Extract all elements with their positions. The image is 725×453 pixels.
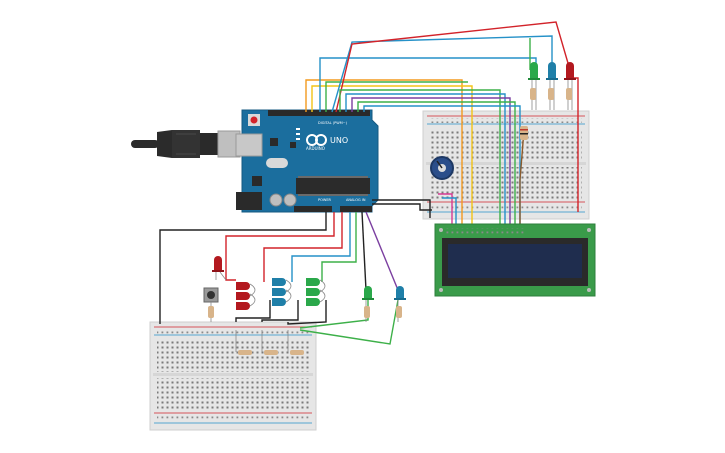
- brand-text: ARDUINO: [306, 146, 325, 151]
- wire-blue-bottom: [291, 212, 351, 282]
- leds-cluster-blue: [272, 278, 292, 306]
- led-blue-top: [546, 62, 558, 110]
- wire-black-leds-3: [287, 300, 327, 325]
- wire-orange-d1: [305, 79, 463, 228]
- power-header-label: POWER: [318, 198, 332, 202]
- wire-purple-1: [351, 97, 511, 228]
- wire-red-2: [263, 212, 343, 282]
- analog-header-label: ANALOG IN: [346, 198, 366, 202]
- breadboard-top-right: [422, 110, 590, 220]
- leds-cluster-green: [306, 278, 326, 306]
- wire-black-leds-2: [261, 300, 299, 322]
- wire-black-leds-1: [235, 300, 271, 322]
- wire-black-gnd-2: [372, 203, 432, 211]
- wire-blue-4: [363, 105, 521, 228]
- resistors-bottom: [235, 330, 304, 355]
- wire-black-2: [361, 211, 367, 291]
- digital-header: [268, 110, 370, 116]
- usb-jack: [235, 133, 263, 157]
- wire-green-3: [357, 101, 516, 228]
- lcd-16x2: [434, 223, 596, 297]
- wire-yellow-d1: [311, 85, 473, 228]
- breadboard-bottom-left: [149, 321, 317, 431]
- wire-green-loop: [299, 299, 399, 345]
- wire-green-2: [339, 89, 501, 228]
- analog-header: [340, 206, 372, 212]
- atmega-chip: [296, 178, 370, 194]
- resistor-top: [520, 126, 528, 140]
- wire-pink: [438, 193, 453, 228]
- potentiometer[interactable]: [430, 156, 454, 180]
- wire-purple-bottom: [365, 211, 399, 291]
- usb-cable: [131, 130, 241, 158]
- push-button[interactable]: [203, 287, 219, 322]
- led-blue-single: [394, 286, 406, 322]
- arduino-uno: UNO ARDUINO DIGITAL (PWM~) POWER ANALOG …: [235, 109, 379, 213]
- wire-brown: [519, 129, 525, 228]
- wire-blue-pot: [442, 197, 457, 228]
- led-green-top: [528, 62, 540, 110]
- led-red-single: [212, 256, 227, 281]
- wire-blue-2: [331, 35, 553, 113]
- leds-top: [528, 62, 576, 110]
- wire-green-bottom: [321, 212, 357, 282]
- crystal: [266, 158, 288, 168]
- wire-red-bottom: [225, 212, 335, 281]
- wire-black-gnd: [372, 199, 431, 218]
- wire-black-bottom: [159, 212, 327, 324]
- led-green-single: [362, 286, 374, 322]
- lcd-screen: [448, 244, 582, 278]
- logo-text: UNO: [330, 136, 348, 145]
- digital-header-label: DIGITAL (PWM~): [318, 121, 348, 125]
- power-jack: [236, 192, 262, 210]
- led-red-top: [564, 62, 576, 110]
- leds-cluster-red: [236, 282, 256, 310]
- wire-blue-3: [345, 93, 506, 228]
- arduino-logo: [306, 134, 327, 146]
- wire-green-1: [325, 81, 468, 112]
- wire-red-led: [335, 21, 571, 113]
- power-header: [294, 206, 332, 212]
